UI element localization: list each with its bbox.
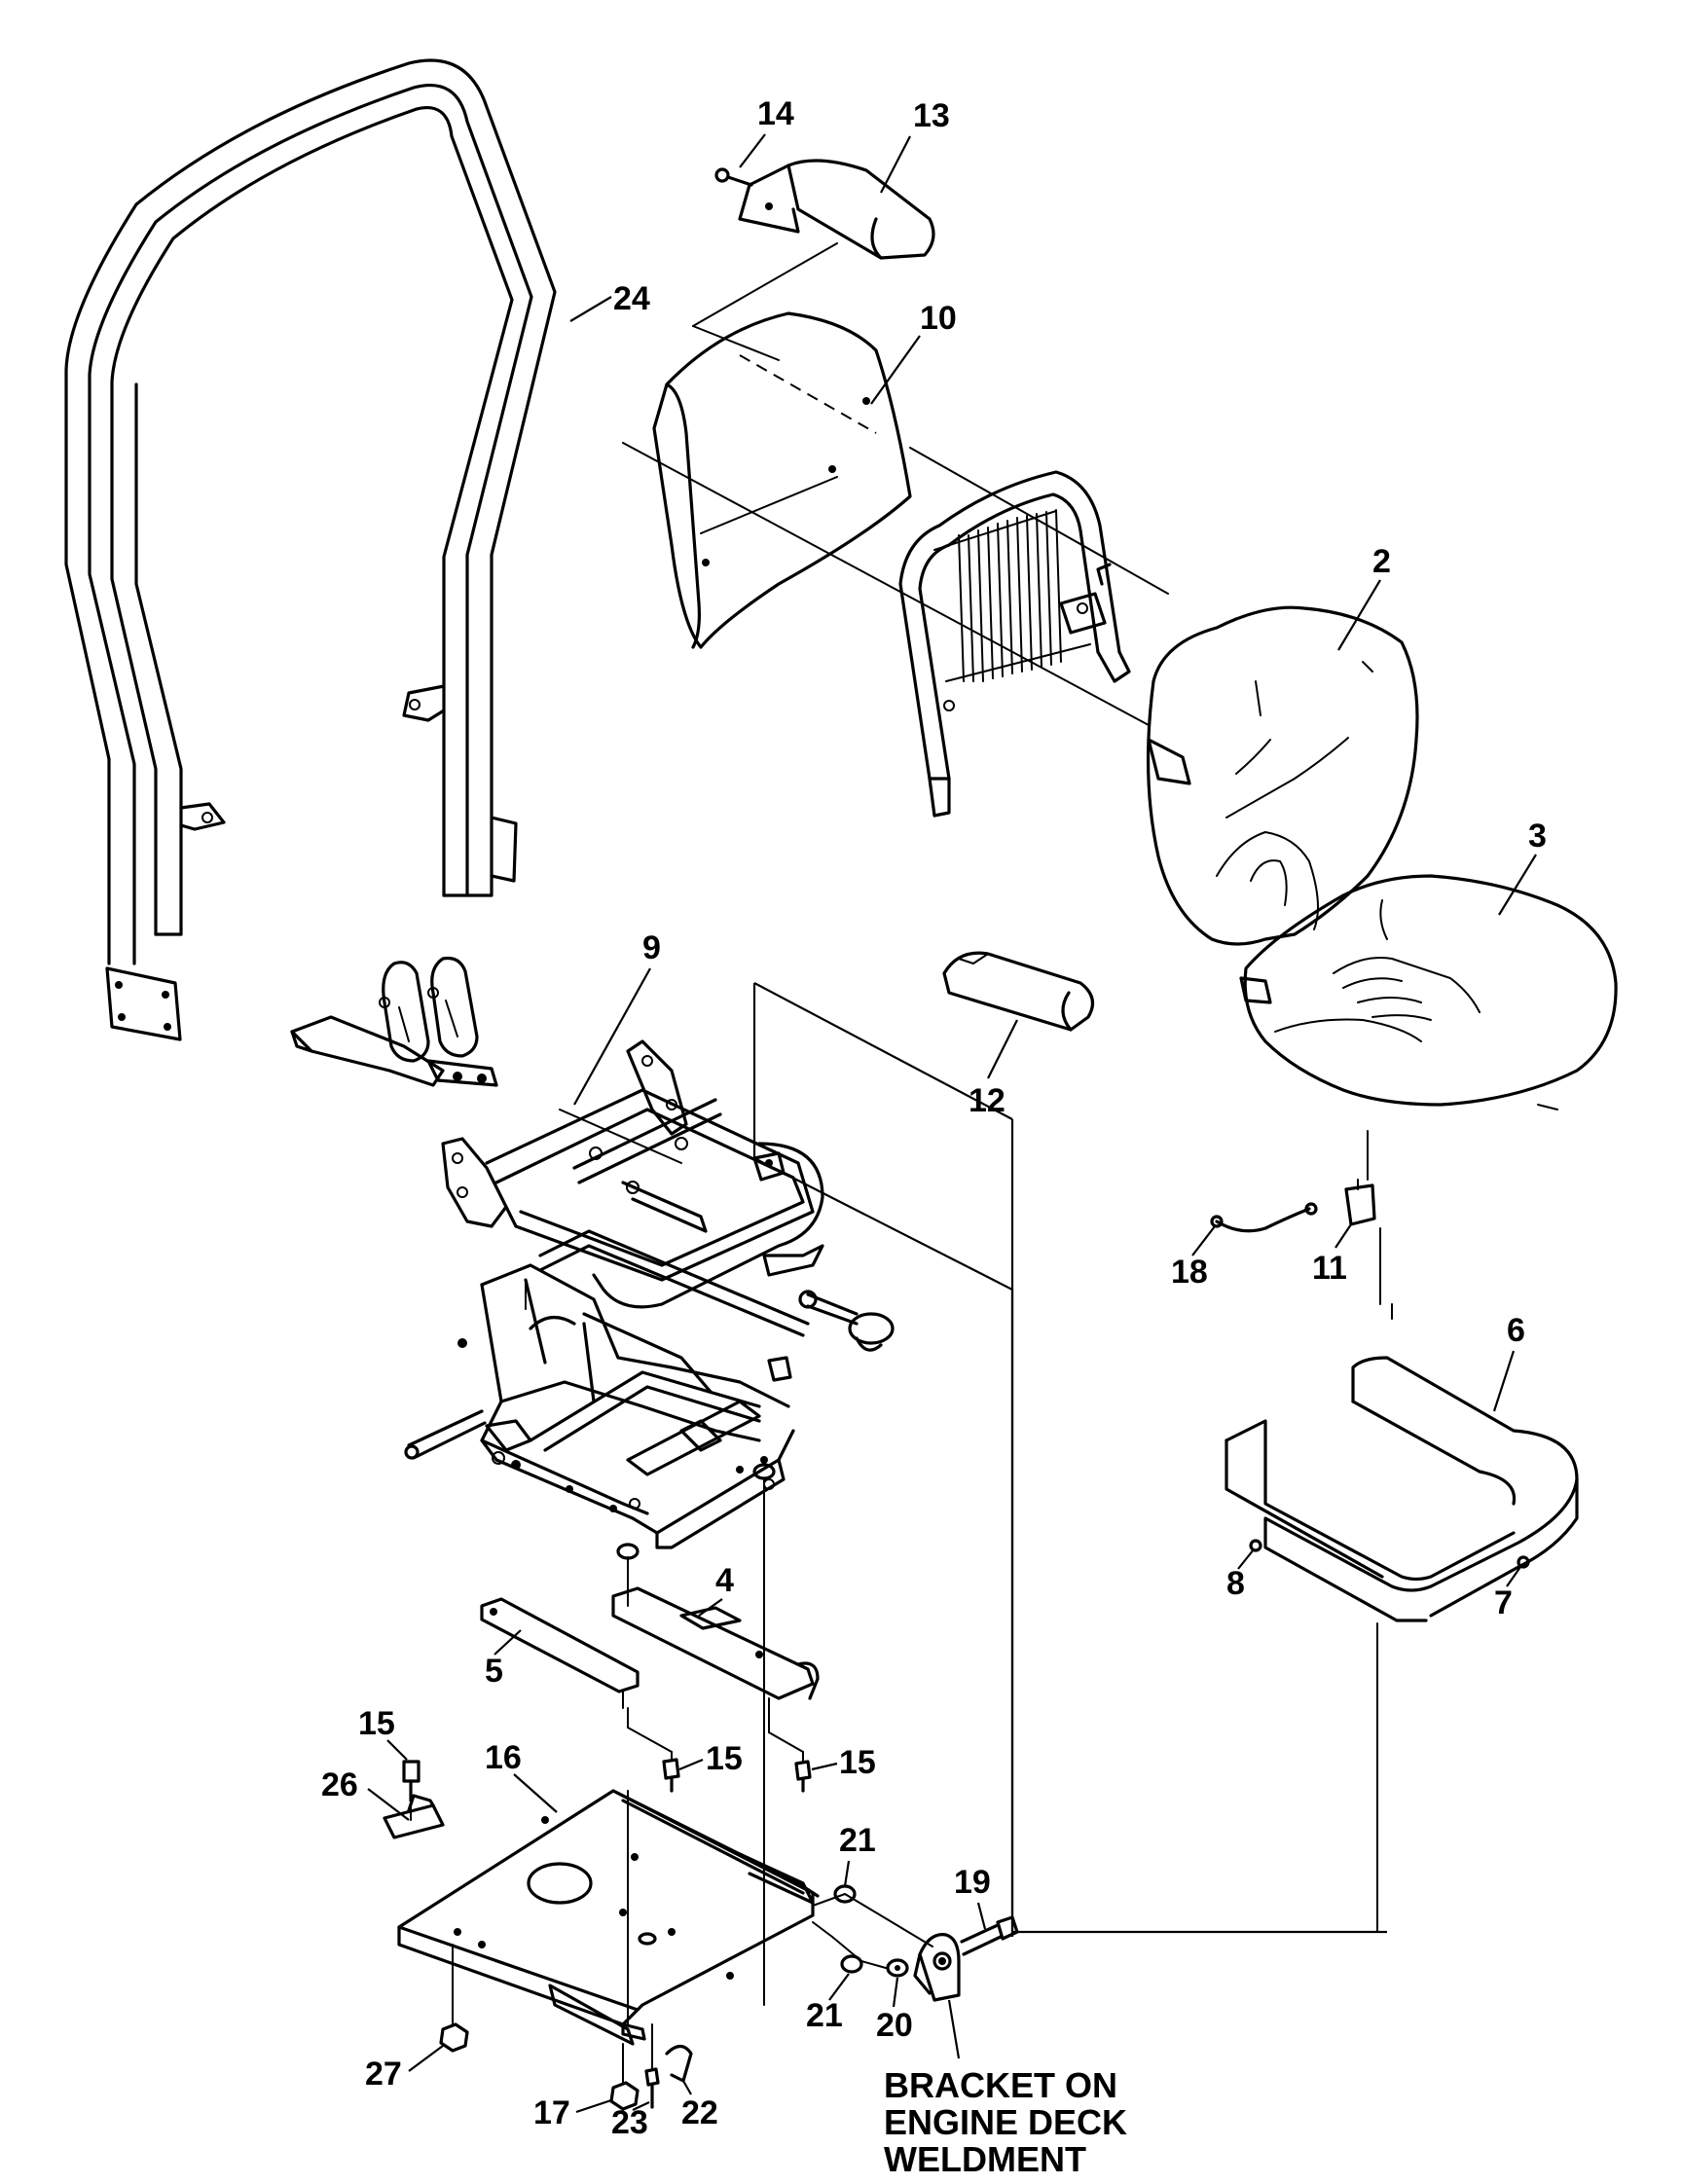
callout-4: 4 (715, 1562, 734, 1599)
callout-15c: 15 (839, 1744, 876, 1781)
callout-17: 17 (533, 2094, 570, 2131)
nut-27 (439, 2022, 469, 2053)
callout-20: 20 (876, 2007, 913, 2044)
callout-11: 11 (1312, 1250, 1347, 1287)
roll-bar (64, 58, 557, 1041)
callout-16: 16 (485, 1739, 522, 1776)
callout-23: 23 (611, 2104, 648, 2141)
callout-21b: 21 (806, 1997, 843, 2034)
callout-5: 5 (485, 1653, 503, 1690)
bracket-note-line2: ENGINE DECK (884, 2102, 1127, 2142)
callout-14: 14 (757, 95, 794, 132)
callout-19: 19 (954, 1864, 991, 1901)
bracket-note-line1: BRACKET ON (884, 2065, 1117, 2105)
switch-connector (1344, 1130, 1376, 1226)
callout-2: 2 (1372, 543, 1391, 580)
callout-9: 9 (642, 929, 661, 966)
clip-22 (665, 2044, 693, 2083)
engine-deck-bracket (913, 1933, 961, 2002)
callout-13: 13 (913, 97, 950, 134)
callout-24: 24 (613, 280, 650, 317)
callout-22: 22 (681, 2094, 718, 2131)
callout-7: 7 (1494, 1584, 1513, 1621)
callout-21a: 21 (839, 1822, 876, 1859)
callout-10: 10 (920, 300, 957, 337)
armrest-top (738, 159, 935, 260)
callout-8: 8 (1226, 1565, 1245, 1602)
bolt-14 (714, 167, 753, 187)
seat-suspension (290, 956, 895, 1549)
slide-rail-right (611, 1586, 820, 1716)
bolt-23 (644, 2067, 660, 2109)
base-plate (397, 1789, 820, 2046)
bracket-note-line3: WELDMENT (884, 2139, 1086, 2179)
callout-27: 27 (365, 2056, 402, 2093)
slide-rail-left (480, 1597, 640, 1709)
seat-pan (1225, 1356, 1579, 1622)
wire-harness (1210, 1202, 1318, 1233)
callout-15b: 15 (706, 1740, 743, 1777)
bolt-19 (960, 1915, 1019, 1956)
callout-3: 3 (1528, 818, 1547, 855)
seat-back-cushion (1146, 605, 1419, 946)
callout-18: 18 (1171, 1254, 1208, 1291)
backrest-frame (898, 470, 1131, 818)
seat-back-shell (652, 311, 912, 649)
callout-26: 26 (321, 1766, 358, 1803)
callout-6: 6 (1507, 1312, 1525, 1349)
washer-20 (886, 1958, 909, 1978)
bracket-26 (383, 1794, 445, 1839)
seat-cushion (1239, 874, 1618, 1110)
callout-15a: 15 (358, 1705, 395, 1742)
armrest-lower (942, 951, 1095, 1032)
